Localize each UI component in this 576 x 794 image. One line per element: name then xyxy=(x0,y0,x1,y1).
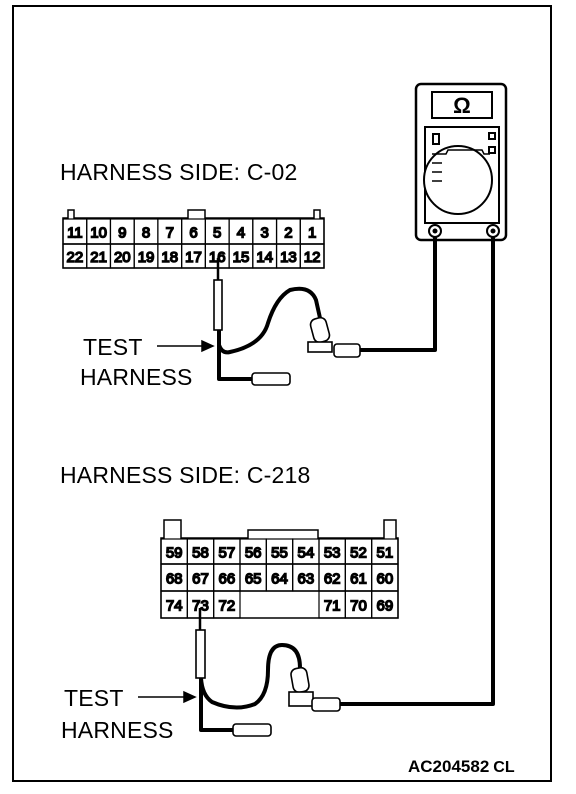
pin-number: 10 xyxy=(90,225,107,242)
connector-c218: 59 58 57 56 55 54 53 52 51 68 67 66 65 64 63 62 61 60 74 73… xyxy=(160,519,399,619)
pin-number: 18 xyxy=(161,249,178,266)
test-harness-1-line2: HARNESS xyxy=(80,364,193,390)
leader-arrows xyxy=(138,339,215,704)
pin-number: 1 xyxy=(308,225,316,242)
pin-number: 9 xyxy=(118,225,126,242)
pin-number: 7 xyxy=(166,225,174,242)
c02-title: HARNESS SIDE: C-02 xyxy=(60,159,298,185)
pin-number: 66 xyxy=(218,571,235,588)
pin-number: 13 xyxy=(280,249,297,266)
pin-number: 12 xyxy=(304,249,321,266)
pin-number: 6 xyxy=(189,225,197,242)
pin-number: 11 xyxy=(67,225,83,242)
pin-cell xyxy=(213,590,241,619)
pin-number: 73 xyxy=(192,598,209,615)
pin-number: 51 xyxy=(376,545,393,562)
pin-number: 21 xyxy=(90,249,107,266)
probes xyxy=(195,258,361,737)
pin-number: 69 xyxy=(376,598,393,615)
pin-number: 61 xyxy=(350,571,367,588)
pin-number: 70 xyxy=(350,598,367,615)
pin-number: 2 xyxy=(284,225,292,242)
pin-number: 71 xyxy=(324,598,341,615)
pin-number: 3 xyxy=(261,225,269,242)
pin-number: 62 xyxy=(324,571,341,588)
pin-number: 16 xyxy=(209,249,226,266)
pin-number: 63 xyxy=(297,571,314,588)
pin-number: 60 xyxy=(376,571,393,588)
pin-number: 5 xyxy=(213,225,221,242)
test-harness-1-line1: TEST xyxy=(83,334,143,360)
pin-cell xyxy=(371,590,399,619)
meter-dial[interactable] xyxy=(423,145,493,215)
pin-number: 20 xyxy=(114,249,131,266)
pin-number: 15 xyxy=(233,249,250,266)
ohm-symbol: Ω xyxy=(453,93,471,118)
pin-number: 19 xyxy=(138,249,155,266)
test-harness-2-line1: TEST xyxy=(64,685,124,711)
pin-number: 17 xyxy=(185,249,202,266)
pin-number: 58 xyxy=(192,545,209,562)
pin-number: 54 xyxy=(297,545,314,562)
pin-number: 68 xyxy=(166,571,183,588)
pin-number: 64 xyxy=(271,571,288,588)
pin-number: 65 xyxy=(245,571,262,588)
pin-number: 4 xyxy=(237,225,245,242)
figure-frame xyxy=(12,5,552,782)
pin-number: 8 xyxy=(142,225,150,242)
pin-number: 74 xyxy=(166,598,183,615)
c218-title: HARNESS SIDE: C-218 xyxy=(60,462,311,488)
ohmmeter xyxy=(414,82,508,242)
pin-number: 53 xyxy=(324,545,341,562)
pin-number: 55 xyxy=(271,545,288,562)
test-harness-2-line2: HARNESS xyxy=(61,717,174,743)
figure-code-suffix: CL xyxy=(493,759,515,776)
pin-number: 14 xyxy=(256,249,273,266)
figure-code-main: AC204582 xyxy=(408,757,490,776)
pin-number: 67 xyxy=(192,571,209,588)
pin-number: 56 xyxy=(245,545,262,562)
pin-number: 72 xyxy=(218,598,235,615)
pin-cell xyxy=(299,243,325,269)
pin-number: 52 xyxy=(350,545,367,562)
pin-number: 22 xyxy=(67,249,84,266)
pin-number: 57 xyxy=(218,545,235,562)
pin-number: 59 xyxy=(166,545,183,562)
wires xyxy=(199,236,495,732)
